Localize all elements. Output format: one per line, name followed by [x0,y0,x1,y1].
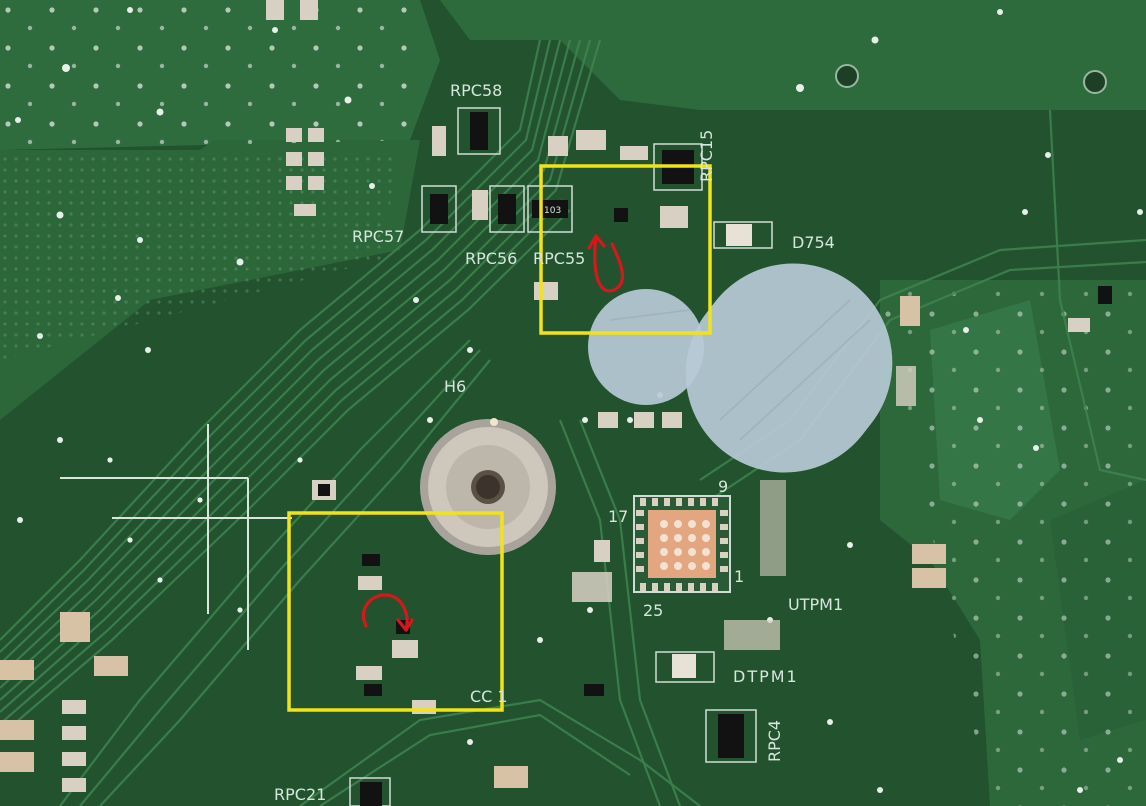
label-pin17: 17 [608,507,628,526]
tape-patches [588,263,893,473]
label-rpc56: RPC56 [465,249,517,268]
rpc58-part [457,107,501,155]
label-rpc55: RPC55 [533,249,585,268]
label-rpc58: RPC58 [450,81,502,100]
resistor-packs [349,107,773,806]
d754-part [713,221,773,249]
label-rpc57: RPC57 [352,227,404,246]
highlight-boxes [287,164,712,712]
label-pin9: 9 [718,477,728,496]
rpc4-part [705,709,757,763]
label-cc1: CC 1 [470,687,508,706]
smd-components [0,0,1112,792]
mounting-hole-h6 [420,418,556,555]
rpc57-part [421,185,457,233]
silkscreen-labels: RPC58 RPC57 RPC56 RPC55 RPC15 D754 H6 17… [274,81,843,804]
label-code103: 103 [544,206,561,216]
trace-bus [0,39,1146,806]
label-rpc21: RPC21 [274,785,326,804]
tpm-chip [633,495,731,593]
label-pin25: 25 [643,601,663,620]
label-utpm1: UTPM1 [788,595,843,614]
highlight-box-top [539,164,712,335]
rpc56-part [489,185,525,233]
rpc21-part [349,777,391,806]
label-rpc15: RPC15 [697,130,716,182]
annotation-arrows [362,234,625,632]
dtpm1-part [655,651,715,683]
label-d754: D754 [792,233,835,252]
vias [15,7,1143,793]
silkscreen-lines [60,424,292,650]
screw-holes [835,64,1107,94]
label-h6: H6 [444,377,466,396]
arrow-top [593,234,625,293]
arrow-bottom [362,593,409,632]
label-pin1: 1 [734,567,744,586]
highlight-box-bottom [287,511,504,712]
label-dtpm1: DTPM1 [733,667,799,686]
label-rpc4: RPC4 [765,720,784,762]
